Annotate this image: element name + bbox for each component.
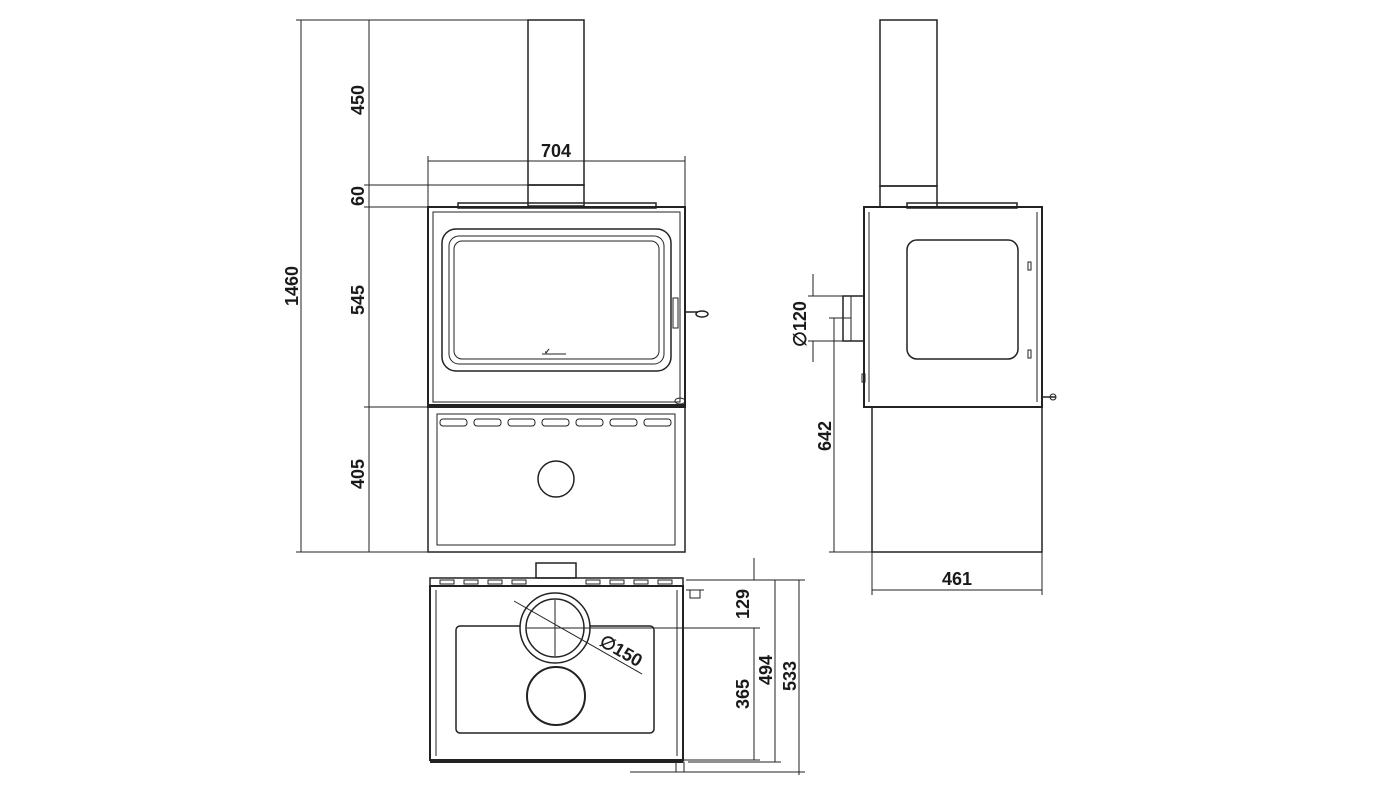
front-base-round-opening: [537, 460, 575, 498]
front-handle-knob: [695, 310, 709, 318]
front-ash-knob: [674, 397, 686, 405]
dim-side-depth: 461: [942, 569, 972, 589]
top-back-strip: [429, 577, 684, 587]
front-view: ✓: [427, 19, 709, 553]
dim-top-depth-inner: 365: [733, 679, 753, 709]
dim-base-height: 405: [348, 459, 368, 489]
front-stove-body: [427, 206, 686, 408]
top-view: [429, 562, 704, 773]
front-vents: [439, 418, 672, 427]
top-back-vents: [439, 579, 673, 585]
front-door-frame: [441, 228, 672, 372]
side-dimensions: ∅120 642 461: [790, 274, 1043, 595]
front-dimensions: 1460 450 60 545 405 704: [282, 19, 686, 553]
dim-side-flue-height: 642: [815, 421, 835, 451]
top-back-flue: [535, 562, 577, 579]
side-window: [906, 239, 1019, 360]
front-door-glass: [448, 235, 665, 365]
dim-front-width: 704: [541, 141, 571, 161]
top-rear-opening: [526, 666, 586, 726]
dim-collar-height: 60: [348, 186, 368, 206]
dim-total-height: 1460: [282, 266, 302, 306]
front-door-inner: [453, 240, 660, 360]
side-base: [871, 406, 1043, 553]
dim-top-depth-total: 533: [780, 661, 800, 691]
dim-top-flue-offset: 129: [733, 589, 753, 619]
dim-top-depth-mid: 494: [756, 655, 776, 685]
dim-side-flue-diameter: ∅120: [790, 301, 810, 347]
front-base: [427, 406, 686, 553]
side-flue-pipe: [879, 19, 938, 187]
front-stove-frame: [432, 211, 681, 403]
dim-flue-pipe-height: 450: [348, 85, 368, 115]
side-view: [842, 19, 1057, 553]
dim-firebox-height: 545: [348, 285, 368, 315]
front-logo-mark: ✓: [544, 347, 551, 356]
front-base-panel: [436, 413, 676, 546]
side-stove-body: [863, 206, 1043, 408]
dim-top-flue-diameter: ∅150: [596, 631, 646, 671]
front-hinge: [672, 297, 679, 329]
side-flue-collar: [879, 185, 938, 208]
top-body: [429, 585, 684, 761]
